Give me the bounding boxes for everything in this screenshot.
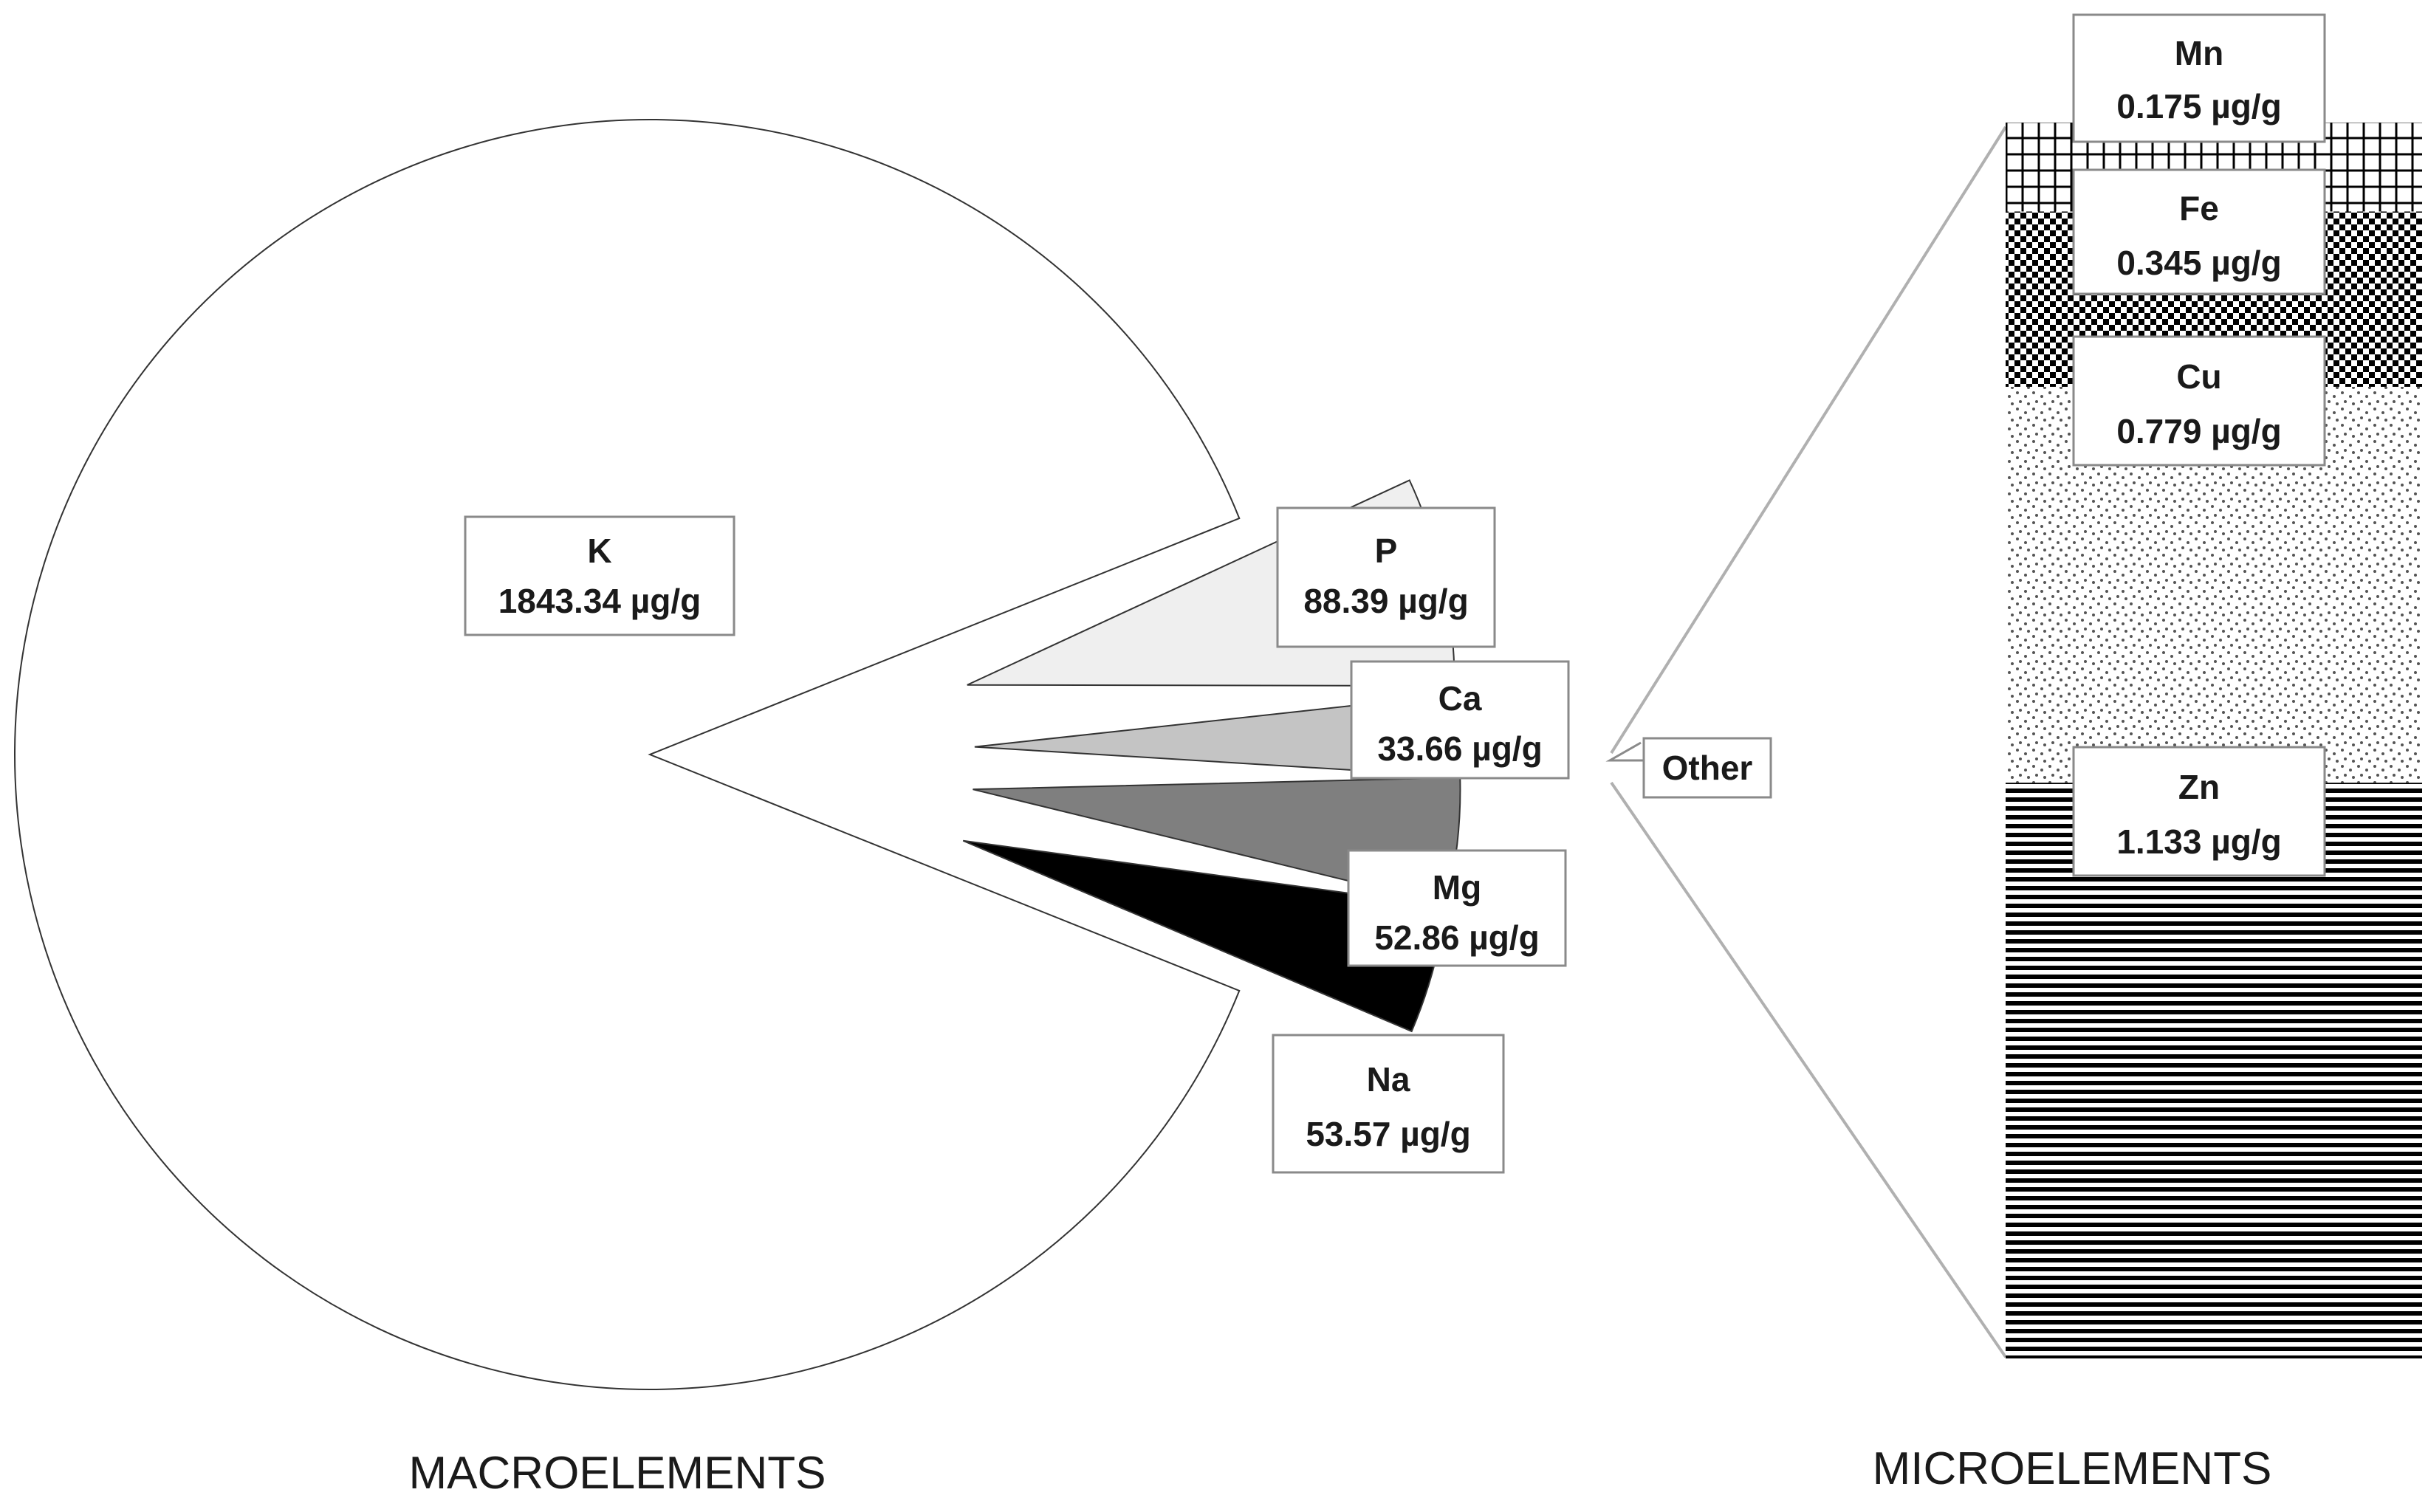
pie-label-Mg: Mg 52.86 µg/g (1347, 849, 1567, 967)
svg-text:88.39 µg/g: 88.39 µg/g (1303, 582, 1468, 620)
svg-text:K: K (587, 532, 611, 570)
bar-label-Fe: Fe 0.345 µg/g (2072, 168, 2326, 295)
svg-text:53.57 µg/g: 53.57 µg/g (1306, 1115, 1470, 1153)
svg-text:P: P (1375, 532, 1398, 570)
pie-slice-K (14, 119, 1241, 1391)
svg-text:Mg: Mg (1433, 868, 1481, 907)
microelements-bar (2006, 123, 2422, 1358)
svg-text:0.345 µg/g: 0.345 µg/g (2116, 244, 2281, 282)
svg-text:33.66 µg/g: 33.66 µg/g (1377, 729, 1542, 768)
svg-text:0.175 µg/g: 0.175 µg/g (2116, 87, 2281, 126)
bar-label-Mn: Mn 0.175 µg/g (2072, 13, 2326, 143)
pie-label-P: P 88.39 µg/g (1276, 506, 1496, 648)
microelements-title: MICROELEMENTS (1873, 1443, 2272, 1494)
svg-text:1.133 µg/g: 1.133 µg/g (2116, 822, 2281, 861)
bar-label-Cu: Cu 0.779 µg/g (2072, 335, 2326, 467)
pie-label-Na: Na 53.57 µg/g (1272, 1034, 1505, 1174)
svg-text:Other: Other (1662, 749, 1753, 787)
svg-text:Fe: Fe (2179, 189, 2219, 227)
connector-line-bottom (1610, 781, 2007, 1358)
bar-segment-Zn (2006, 783, 2422, 1358)
svg-text:Cu: Cu (2176, 357, 2221, 396)
pie-slice-Other (973, 688, 1460, 729)
svg-text:Zn: Zn (2178, 768, 2220, 806)
macroelements-title: MACROELEMENTS (409, 1448, 826, 1499)
svg-text:Na: Na (1367, 1060, 1410, 1099)
svg-text:Ca: Ca (1438, 679, 1482, 718)
svg-text:Mn: Mn (2175, 34, 2223, 72)
svg-text:52.86 µg/g: 52.86 µg/g (1374, 918, 1539, 957)
svg-text:0.779 µg/g: 0.779 µg/g (2116, 412, 2281, 450)
pie-label-Ca: Ca 33.66 µg/g (1350, 660, 1570, 780)
connector-line-top (1610, 126, 2007, 755)
svg-text:1843.34 µg/g: 1843.34 µg/g (498, 582, 702, 620)
pie-label-K: K 1843.34 µg/g (464, 515, 735, 636)
pie-label-Other: Other (1605, 737, 1772, 799)
bar-label-Zn: Zn 1.133 µg/g (2072, 746, 2326, 877)
macroelements-pie (14, 119, 1463, 1391)
